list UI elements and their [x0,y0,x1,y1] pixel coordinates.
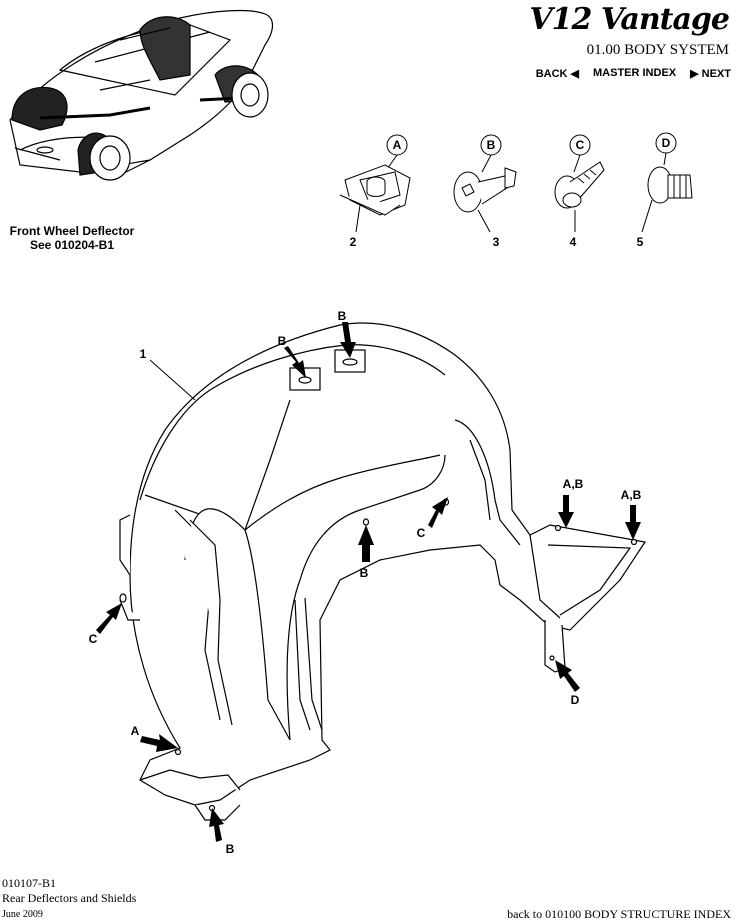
nav-bar: BACK ◀ MASTER INDEX ▶ NEXT [536,67,731,80]
arrow-right-icon: ▶ [690,68,699,80]
label-b-top-right: B [338,309,347,323]
label-b-top-left: B [278,334,287,348]
arrow-icon [428,497,448,528]
label-c-mid: C [417,526,426,540]
rear-wheel-deflector[interactable] [119,322,647,821]
part-letter-a: A [393,138,402,152]
label-c-left: C [89,632,98,646]
page-title: Rear Deflectors and Shields [2,891,137,905]
part-letter-b: B [487,138,496,152]
arrow-icon [340,322,356,358]
arrow-icon [140,734,178,752]
arrow-icon [625,505,641,540]
section-title: 01.00 BODY SYSTEM [586,42,729,58]
front-deflector-reference[interactable]: Front Wheel Deflector See 010204-B1 [2,224,142,252]
part-number-2: 2 [350,235,357,249]
label-ab-1: A,B [563,477,584,491]
arrow-icon [284,346,306,378]
arrow-icon [555,660,580,692]
part-a-clip [339,164,411,216]
page-date: June 2009 [2,909,43,920]
part-number-4: 4 [570,235,577,249]
part-letter-c: C [576,138,585,152]
label-b-mid: B [360,566,369,580]
label-ab-2: A,B [621,488,642,502]
next-link[interactable]: ▶ NEXT [690,68,731,80]
item-1-label: 1 [140,347,147,361]
part-number-5: 5 [637,235,644,249]
callout-labels: 1 B B B C C A,B A,B D A B [89,309,642,856]
label-a-bottom: A [131,724,140,738]
arrow-icon [558,495,574,528]
back-to-index-link[interactable]: back to 010100 BODY STRUCTURE INDEX [507,907,731,921]
arrow-left-icon: ◀ [570,68,579,80]
part-c-self-tapper [554,161,605,209]
back-link[interactable]: BACK ◀ [535,68,579,80]
front-deflector-title: Front Wheel Deflector [9,224,135,238]
part-number-3: 3 [493,235,500,249]
part-letter-d: D [662,136,671,150]
arrow-icon [358,525,374,562]
arrow-icon [209,808,224,842]
page-code: 010107-B1 [2,876,56,890]
part-b-screw [453,167,517,213]
front-deflector-see: See 010204-B1 [29,238,115,252]
master-index-link[interactable]: MASTER INDEX [593,67,677,79]
fixing-arrows [96,322,641,842]
v12-vantage-logo: V12 Vantage [529,2,730,37]
part-d-push-clip [647,166,693,204]
part-callouts: A 2 B 3 C [339,132,693,249]
label-d-right: D [571,693,580,707]
arrow-icon [96,603,122,634]
car-inset-illustration[interactable] [9,9,274,181]
label-b-bottom: B [226,842,235,856]
